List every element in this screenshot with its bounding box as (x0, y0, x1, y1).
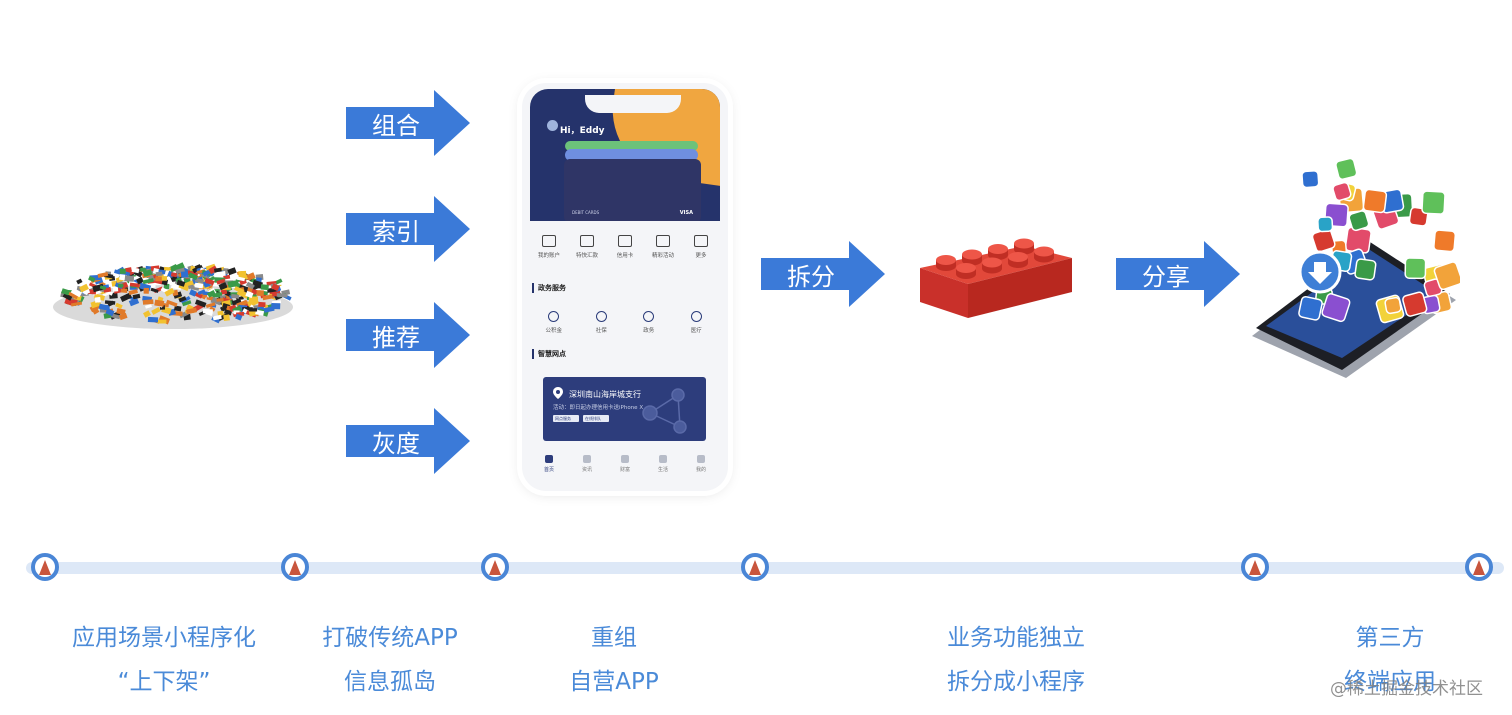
timeline-marker-6 (1464, 552, 1494, 582)
timeline-marker-3 (480, 552, 510, 582)
arrow-combine-label: 组合 (372, 111, 420, 140)
tab-mine[interactable]: 我的 (686, 455, 716, 473)
phone-header: Hi，Eddy DEBIT CARDS VISA (530, 89, 720, 221)
lego-pile-image (53, 262, 293, 329)
quick-icon-activity[interactable]: 精彩活动 (646, 235, 680, 259)
network-decoration-icon (642, 388, 687, 434)
timeline-label-independent: 业务功能独立拆分成小程序 (947, 625, 1085, 695)
tab-wealth[interactable]: 财富 (610, 455, 640, 473)
bank-card-back (565, 141, 698, 151)
arrow-recommend: 推荐 (346, 302, 470, 368)
banner-button-service[interactable]: 网点服务 (553, 415, 579, 422)
section-gov-title: 政务服务 (532, 283, 566, 293)
arrow-split: 拆分 (761, 241, 885, 307)
gov-icon-social[interactable]: 社保 (584, 311, 618, 334)
quick-icon-remit[interactable]: 特快汇款 (570, 235, 604, 259)
timeline-marker-2 (280, 552, 310, 582)
gov-icon-medical[interactable]: 医疗 (679, 311, 713, 334)
arrow-split-label: 拆分 (787, 262, 835, 291)
gov-icons: 公积金 社保 政务 医疗 (530, 311, 720, 334)
watermark: @稀土掘金技术社区 (1330, 679, 1483, 699)
location-pin-icon (553, 387, 563, 399)
bank-card-front: DEBIT CARDS VISA (564, 159, 701, 221)
tab-home[interactable]: 首页 (534, 455, 564, 473)
avatar (547, 120, 558, 131)
quick-icon-account[interactable]: 我的账户 (532, 235, 566, 259)
arrow-share-label: 分享 (1142, 262, 1190, 291)
quick-icon-credit[interactable]: 信用卡 (608, 235, 642, 259)
branch-banner[interactable]: 深圳南山海岸城支行 活动：即日起办理信用卡送iPhone X 网点服务 在线排队 (543, 377, 706, 441)
banner-subtitle: 活动：即日起办理信用卡送iPhone X (553, 405, 644, 411)
timeline-label-third-party: 第三方终端应用 (1344, 625, 1436, 695)
timeline-marker-4 (740, 552, 770, 582)
arrow-combine: 组合 (346, 90, 470, 156)
apps-phone-image (1252, 157, 1460, 378)
gov-icon-fund[interactable]: 公积金 (537, 311, 571, 334)
quick-icon-more[interactable]: 更多 (684, 235, 718, 259)
arrow-index-label: 索引 (372, 217, 420, 246)
quick-icons: 我的账户 特快汇款 信用卡 精彩活动 更多 (530, 235, 720, 259)
card-brand: VISA (679, 210, 693, 216)
timeline-marker-5 (1240, 552, 1270, 582)
timeline-label-regroup: 重组自营APP (569, 625, 659, 695)
arrow-index: 索引 (346, 196, 470, 262)
phone-mockup: Hi，Eddy DEBIT CARDS VISA 我的账户 特快汇款 信用卡 精… (522, 83, 728, 491)
bank-card-middle (565, 149, 698, 161)
arrow-grayscale: 灰度 (346, 408, 470, 474)
phone-greeting: Hi，Eddy (560, 126, 605, 136)
tab-life[interactable]: 生活 (648, 455, 678, 473)
banner-button-queue[interactable]: 在线排队 (583, 415, 609, 422)
tab-bar: 首页 资讯 财富 生活 我的 (530, 455, 720, 473)
card-text: DEBIT CARDS (572, 210, 600, 215)
timeline-label-scenario: 应用场景小程序化“上下架” (72, 625, 256, 695)
arrow-grayscale-label: 灰度 (372, 429, 420, 458)
tab-news[interactable]: 资讯 (572, 455, 602, 473)
section-smart-title: 智慧网点 (532, 349, 566, 359)
banner-title: 深圳南山海岸城支行 (569, 390, 641, 399)
arrow-recommend-label: 推荐 (372, 323, 420, 352)
lego-brick-image (920, 238, 1072, 318)
arrow-share: 分享 (1116, 241, 1240, 307)
gov-icon-affairs[interactable]: 政务 (632, 311, 666, 334)
timeline-marker-1 (30, 552, 60, 582)
